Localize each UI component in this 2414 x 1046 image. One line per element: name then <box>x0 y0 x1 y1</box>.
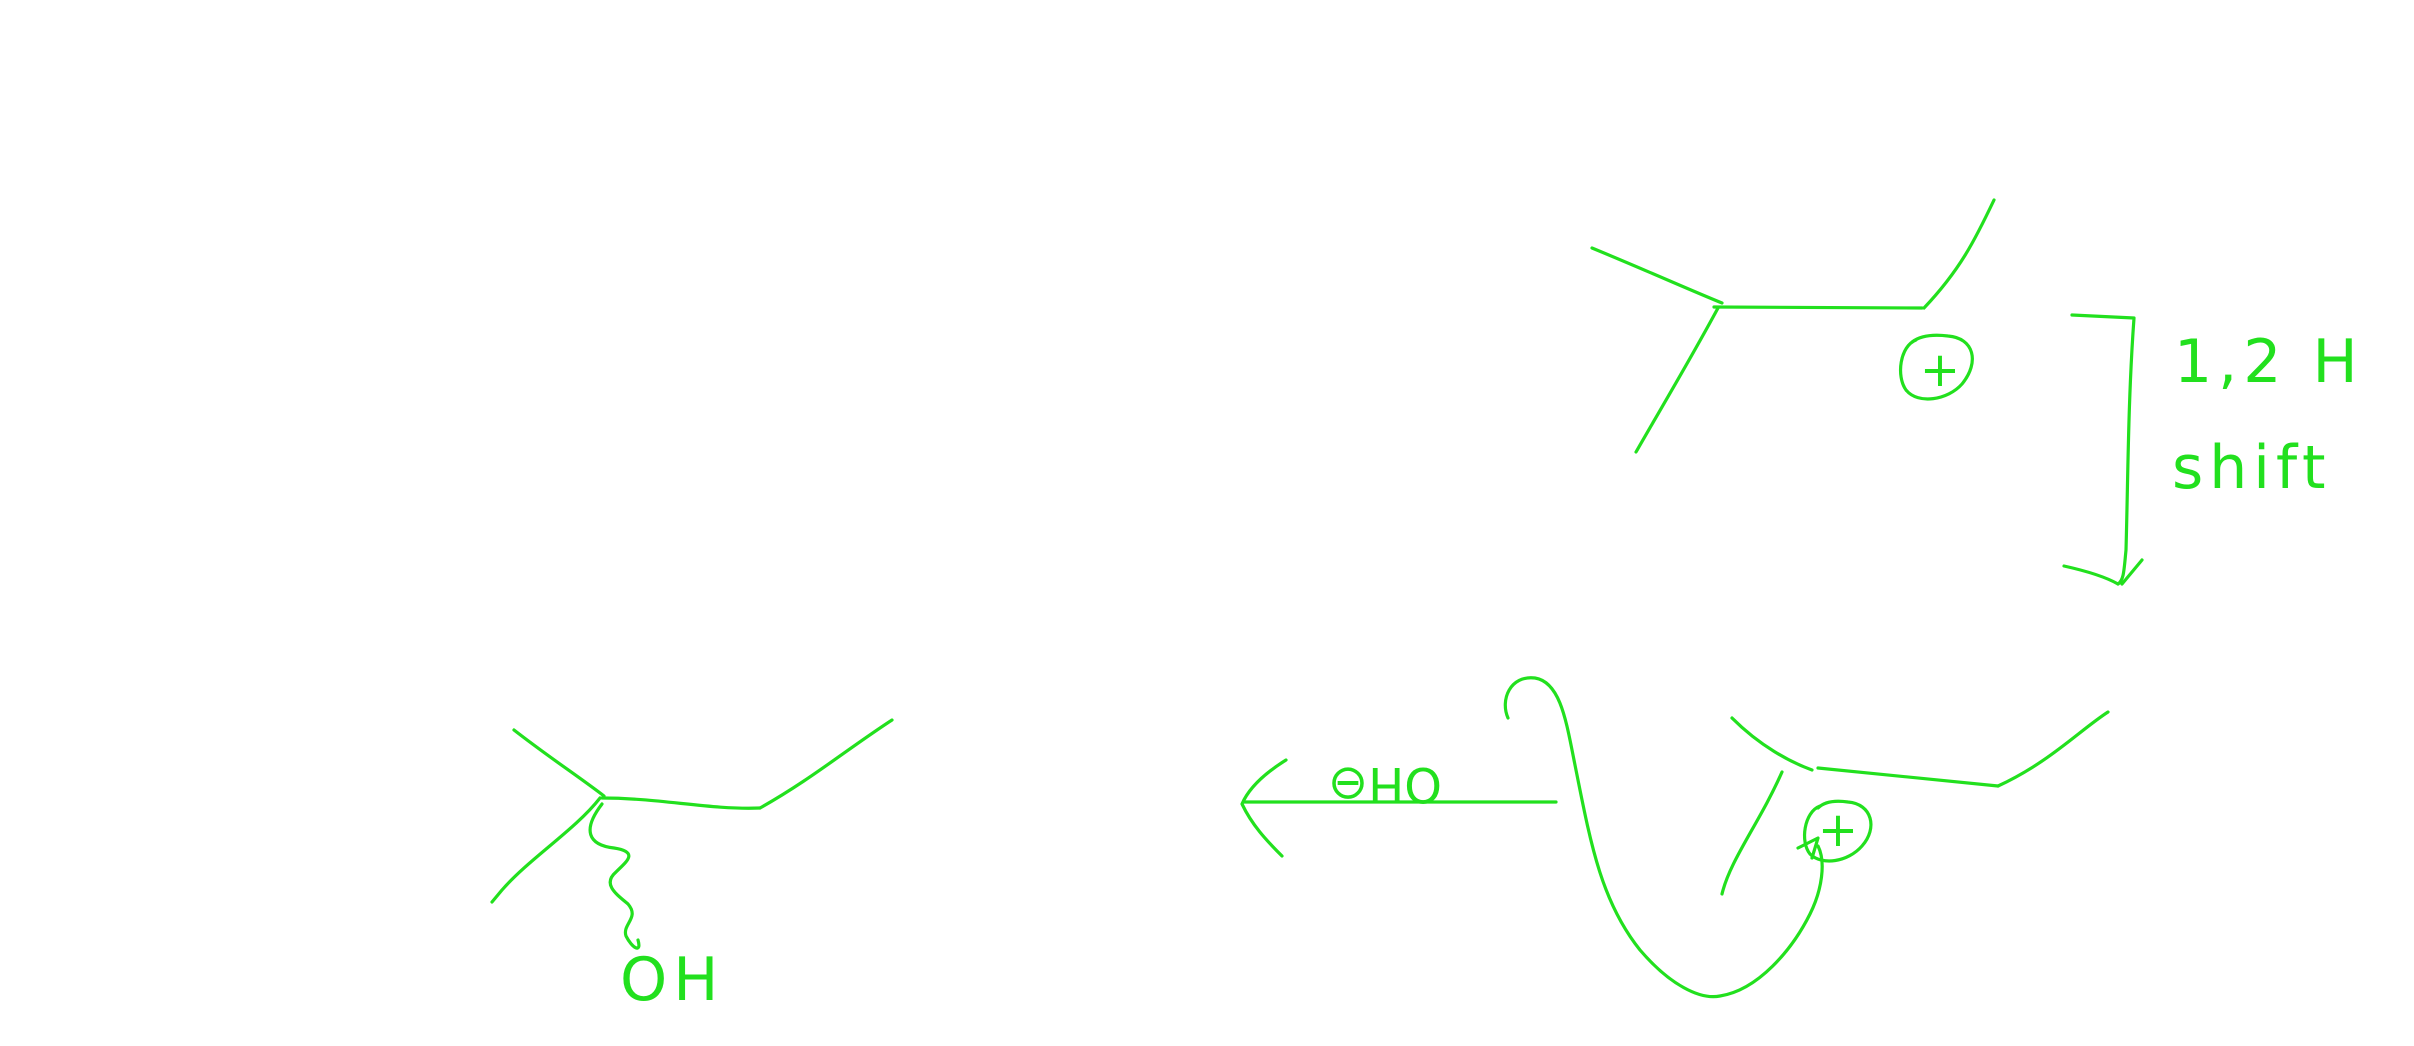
positive-charge-1: + <box>1898 333 1974 401</box>
bond-center <box>600 796 762 810</box>
bond-right-up <box>758 718 894 810</box>
charge-circle <box>1802 799 1873 863</box>
hydride-shift-arrow <box>2062 313 2144 586</box>
bond-lower-left <box>1720 770 1784 896</box>
tertiary-carbocation: + <box>1720 710 2110 896</box>
bond-center <box>1712 305 1924 310</box>
bond-right-up <box>1996 710 2110 788</box>
hydroxyl-label: OH <box>620 945 724 1015</box>
charge-plus: + <box>1818 802 1858 858</box>
shift-arrowhead <box>2062 558 2144 586</box>
arrow-head <box>1240 758 1288 858</box>
charge-circle <box>1898 333 1974 401</box>
shift-bracket <box>2070 313 2136 586</box>
bond-center <box>1816 766 2000 788</box>
wavy-bond <box>588 802 641 950</box>
secondary-carbocation: + <box>1590 198 1996 454</box>
bond-lower-left <box>1634 306 1720 454</box>
positive-charge-2: + <box>1802 799 1873 863</box>
reaction-arrow <box>1240 758 1558 858</box>
shift-label-line1: 1,2 H <box>2174 327 2364 397</box>
bond-top-left <box>512 728 606 798</box>
nucleophile-attack-arrow <box>1503 676 1824 999</box>
bond-right-up <box>1922 198 1996 310</box>
charge-plus: + <box>1920 342 1960 398</box>
bond-top-left <box>1730 716 1814 772</box>
alcohol-product <box>490 718 894 950</box>
bond-top-left <box>1590 246 1724 305</box>
reagent-label: OH⊖ <box>1328 756 1442 812</box>
bond-lower-left <box>490 796 602 904</box>
shift-label-line2: shift <box>2172 433 2332 503</box>
